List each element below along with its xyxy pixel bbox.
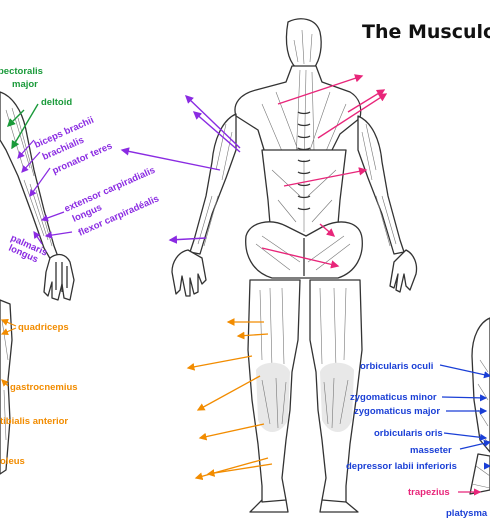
orange-annotations: quadriceps gastrocnemius tibialis anteri…: [0, 318, 273, 481]
label-masseter: masseter: [410, 445, 452, 456]
blue-annotations: orbicularis oculi zygomaticus minor zygo…: [346, 361, 490, 519]
diagram-title: The Musculo: [362, 21, 490, 43]
label-tibialis-anterior: tibialis anterior: [0, 416, 68, 427]
magenta-annotations: trapezius: [261, 74, 482, 498]
green-annotations: pectoralis major deltoid: [0, 66, 72, 150]
label-orbicularis-oculi: orbicularis oculi: [360, 361, 433, 372]
label-platysma: platysma: [446, 508, 488, 519]
face-partial: [469, 317, 490, 495]
label-gastrocnemius: gastrocnemius: [10, 382, 78, 393]
label-zygomaticus-major: zygomaticus major: [354, 406, 440, 417]
label-trapezius: trapezius: [408, 487, 450, 498]
label-deltoid: deltoid: [41, 97, 72, 108]
label-pectoralis-major-line1: pectoralis: [0, 66, 43, 77]
label-quadriceps: quadriceps: [18, 322, 69, 333]
label-zygomaticus-minor: zygomaticus minor: [350, 392, 437, 403]
label-pectoralis-major-line2: major: [12, 79, 38, 90]
label-orbicularis-oris: orbicularis oris: [374, 428, 443, 439]
label-soleus: oleus: [0, 456, 25, 467]
back-figure: [171, 18, 418, 513]
label-depressor-labii-inferioris: depressor labii inferioris: [346, 461, 457, 472]
